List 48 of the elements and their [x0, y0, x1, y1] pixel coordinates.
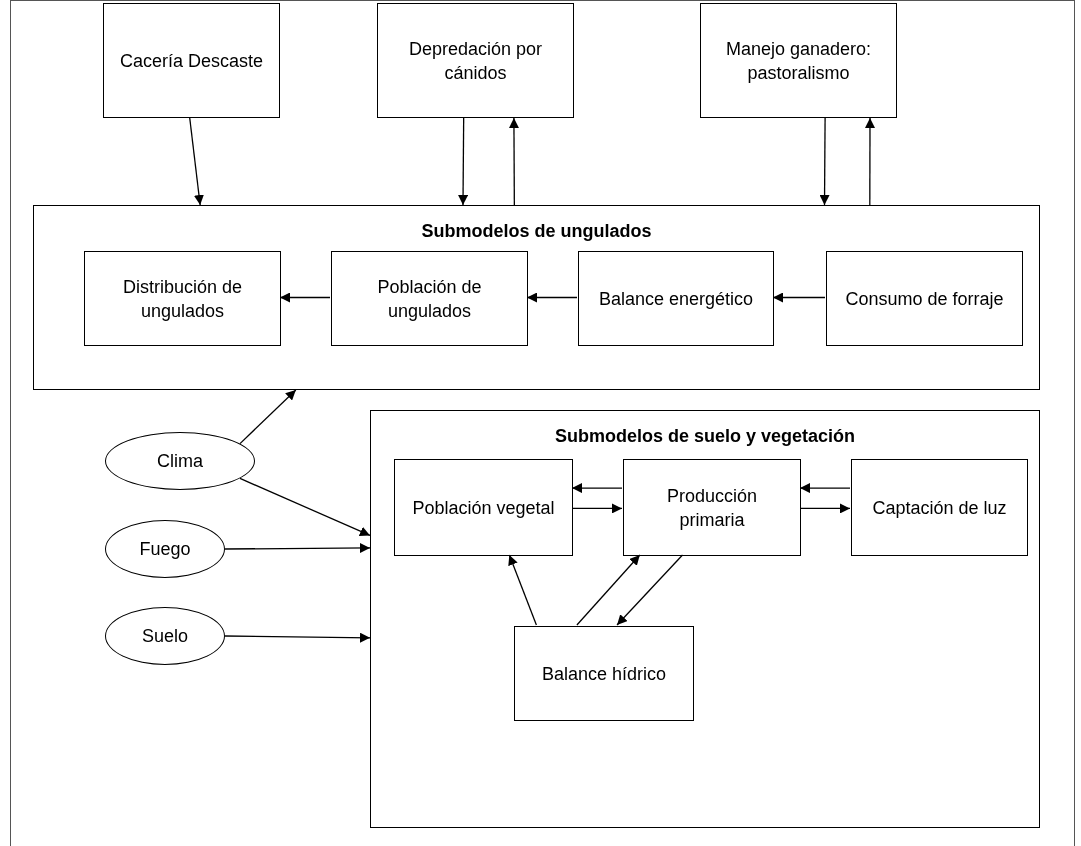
node-label: Depredación por cánidos	[407, 37, 544, 85]
arrow	[819, 117, 830, 206]
group-frame	[33, 205, 1040, 390]
node-label: Producción primaria	[665, 484, 759, 532]
node-label: Manejo ganadero: pastoralismo	[724, 37, 873, 85]
arrow	[279, 292, 331, 303]
arrow	[224, 632, 371, 643]
arrow	[616, 554, 684, 626]
arrow	[239, 389, 297, 445]
arrow	[772, 292, 826, 303]
process-box	[826, 251, 1023, 346]
arrow	[508, 117, 519, 206]
group-heading: Submodelos de ungulados	[420, 220, 653, 243]
node-label: Cacería Descaste	[119, 49, 264, 73]
arrow	[571, 503, 623, 514]
arrow	[799, 503, 851, 514]
process-box	[700, 3, 897, 118]
group-frame	[370, 410, 1040, 828]
process-box	[578, 251, 774, 346]
process-box	[394, 459, 573, 556]
arrow	[458, 117, 469, 206]
node-label: Distribución de ungulados	[121, 275, 244, 323]
arrow	[865, 117, 875, 206]
arrow	[189, 117, 204, 206]
node-label: Captación de luz	[872, 496, 1007, 520]
process-box	[84, 251, 281, 346]
node-label: Consumo de forraje	[845, 287, 1004, 311]
process-box	[331, 251, 528, 346]
arrow	[508, 554, 538, 626]
node-label: Población de ungulados	[376, 275, 483, 323]
node-label: Clima	[157, 449, 203, 473]
process-box	[103, 3, 280, 118]
process-box	[851, 459, 1028, 556]
arrow	[239, 477, 371, 537]
arrow	[576, 554, 641, 626]
node-label: Fuego	[139, 537, 191, 561]
process-box	[623, 459, 801, 556]
process-box	[377, 3, 574, 118]
node-label: Suelo	[141, 624, 188, 648]
group-heading: Submodelos de suelo y vegetación	[553, 425, 857, 448]
arrow	[526, 292, 578, 303]
process-box	[514, 626, 694, 721]
arrow	[571, 483, 623, 494]
node-label: Balance energético	[598, 287, 754, 311]
node-label: Balance hídrico	[541, 662, 667, 686]
node-label: Población vegetal	[412, 496, 555, 520]
arrow	[224, 543, 371, 553]
arrow	[799, 483, 851, 494]
